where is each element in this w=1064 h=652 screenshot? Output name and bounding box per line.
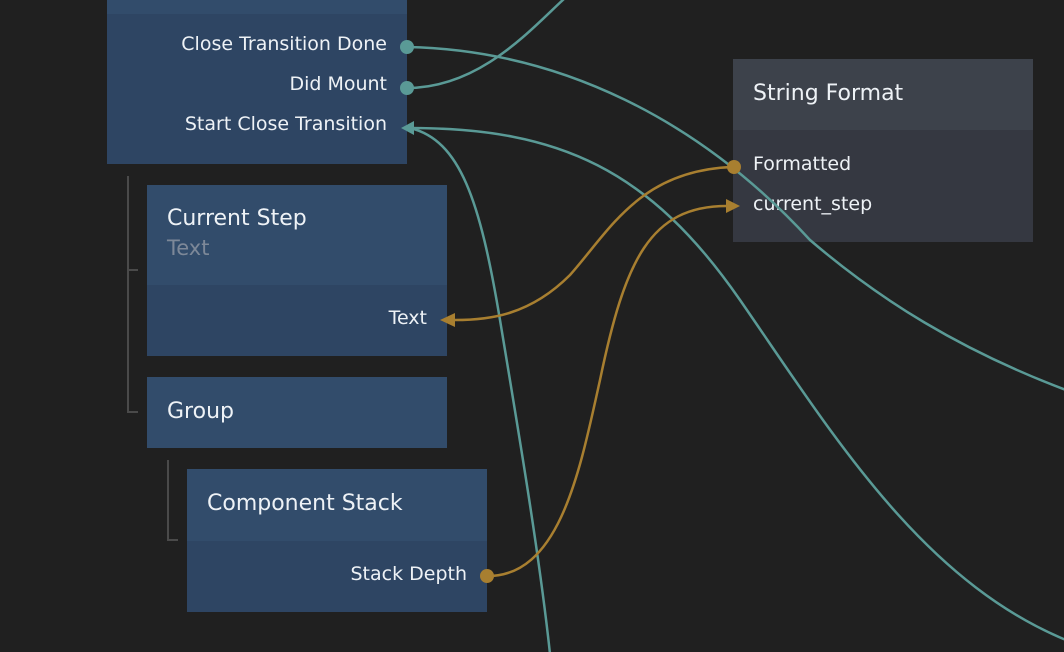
close-transition-done-port[interactable]: Close Transition Done <box>181 33 387 55</box>
node-subtitle: Text <box>167 236 210 260</box>
top-component-node[interactable]: Close Transition Done Did Mount Start Cl… <box>107 0 407 164</box>
start-close-transition-port[interactable]: Start Close Transition <box>184 113 387 135</box>
string-format-node[interactable]: String Format Formatted current_step <box>733 59 1033 242</box>
node-title: String Format <box>753 81 904 106</box>
text-port[interactable]: Text <box>388 307 427 329</box>
current-step-input-port[interactable]: current_step <box>753 193 873 215</box>
stack-depth-to-current-step-wire <box>487 204 728 578</box>
formatted-to-text-wire <box>454 165 734 322</box>
did-mount-wire <box>406 0 565 90</box>
node-title: Group <box>167 399 234 424</box>
node-title: Component Stack <box>207 491 403 516</box>
did-mount-port[interactable]: Did Mount <box>289 73 387 95</box>
node-title: Current Step <box>167 206 307 231</box>
formatted-port[interactable]: Formatted <box>753 153 852 175</box>
current-step-node[interactable]: Current Step Text Text <box>147 185 447 356</box>
group-node[interactable]: Group <box>147 377 447 448</box>
stack-depth-port[interactable]: Stack Depth <box>350 563 467 585</box>
component-stack-node[interactable]: Component Stack Stack Depth <box>187 469 487 612</box>
